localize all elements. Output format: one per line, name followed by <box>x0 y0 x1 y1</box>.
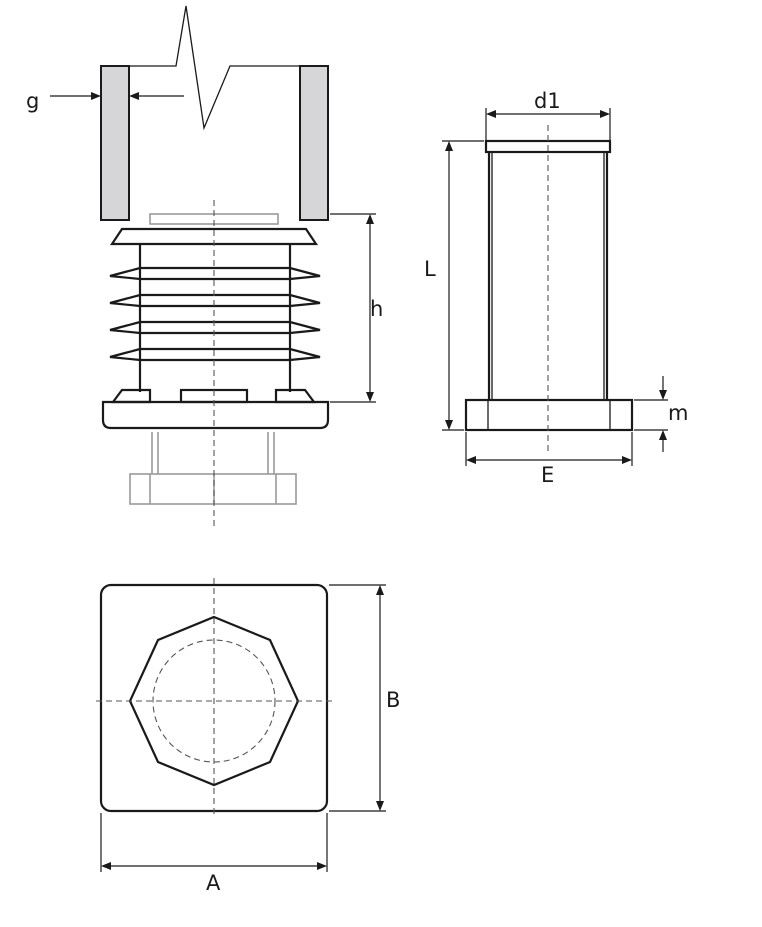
top-view-insert <box>96 578 386 872</box>
label-h: h <box>370 297 383 321</box>
label-L: L <box>424 257 436 281</box>
front-view-insert <box>442 108 668 466</box>
base-block <box>464 398 634 432</box>
ghost-lower <box>129 432 297 505</box>
base-plate <box>101 400 330 430</box>
label-d1: d1 <box>534 89 561 113</box>
octagon <box>128 615 300 787</box>
label-g: g <box>26 89 39 113</box>
label-B: B <box>386 688 400 712</box>
label-m: m <box>668 401 688 425</box>
label-E: E <box>541 463 554 487</box>
label-A: A <box>206 871 221 895</box>
tube-wall-left <box>100 65 130 221</box>
top-rib <box>109 227 319 246</box>
tube-wall-right <box>299 65 329 221</box>
ribs <box>109 266 321 362</box>
tube-break-line <box>129 5 300 131</box>
side-view-insert <box>50 5 376 528</box>
